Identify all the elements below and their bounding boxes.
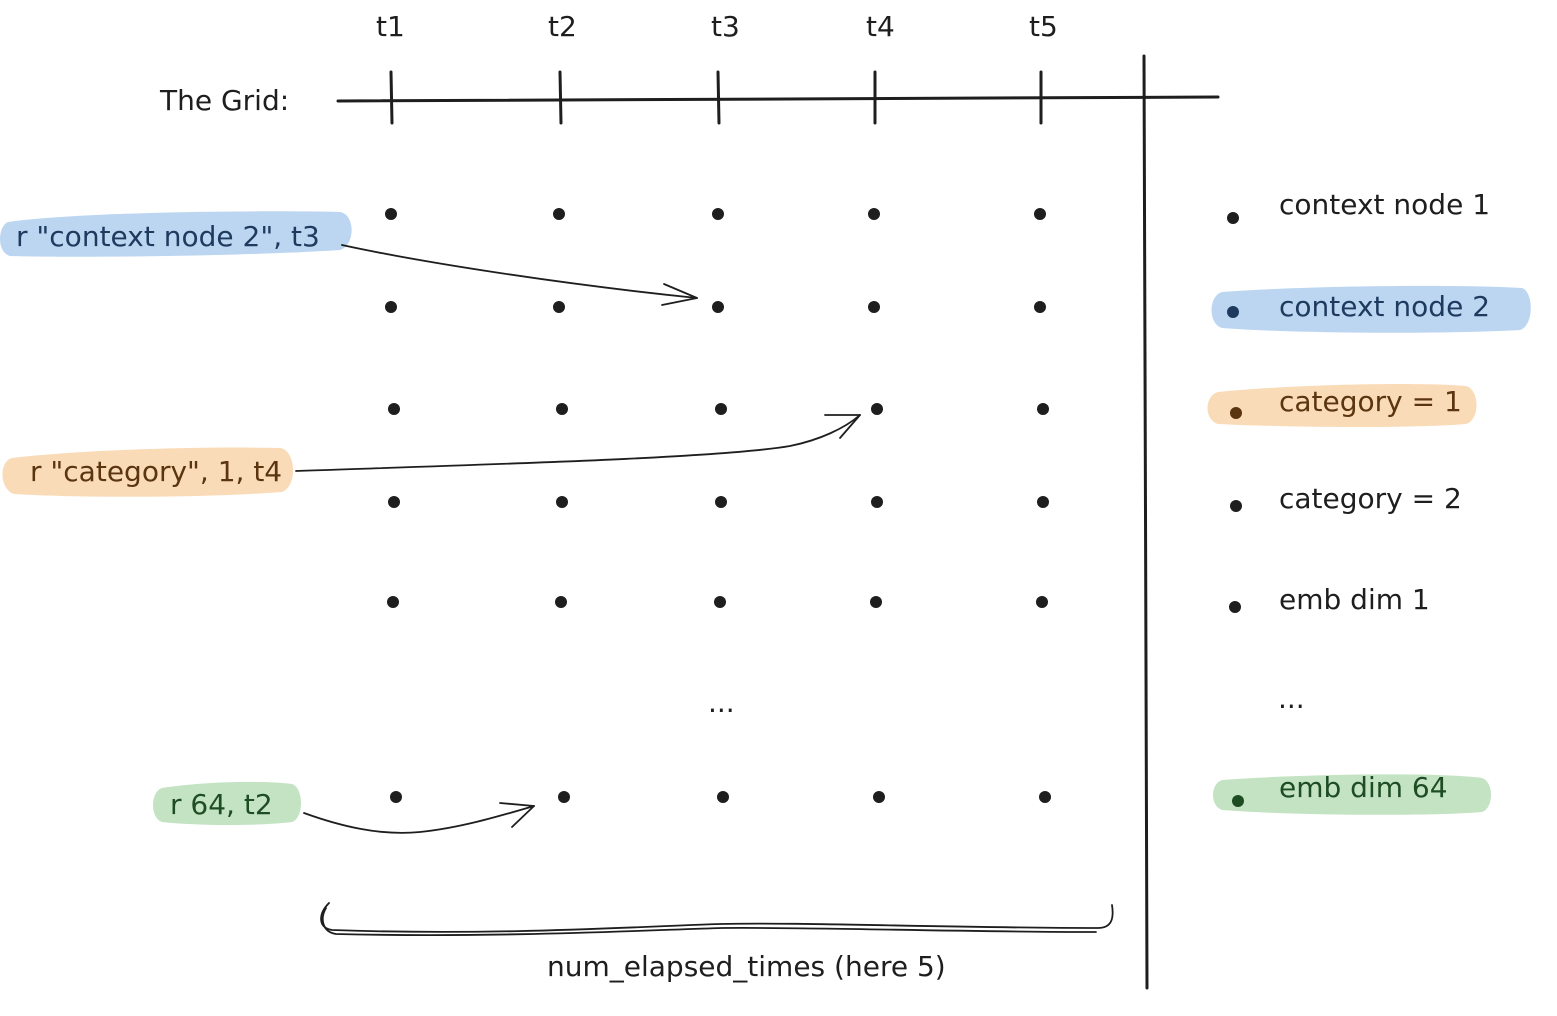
grid-dot-r3-c5 — [1037, 403, 1049, 415]
annotation-context-node-2: r "context node 2", t3 — [16, 220, 320, 253]
annotation-highlight-r64 — [153, 781, 301, 825]
legend-dot-category-1 — [1230, 407, 1242, 419]
legend-dot-emb-dim-64 — [1232, 795, 1244, 807]
grid-dot-r4-c2 — [556, 496, 568, 508]
grid-dot-r3-c4 — [871, 403, 883, 415]
grid-dot-r1-c4 — [868, 208, 880, 220]
legend-label-emb-dim-64: emb dim 64 — [1279, 771, 1448, 804]
legend-ellipsis: ... — [1278, 682, 1305, 715]
grid-dot-r1-c1 — [385, 208, 397, 220]
grid-dot-r7-c2 — [558, 791, 570, 803]
grid-dot-r2-c1 — [385, 301, 397, 313]
legend-label-context-node-1: context node 1 — [1279, 188, 1490, 221]
grid-dot-r4-c1 — [388, 496, 400, 508]
time-label-t5: t5 — [1029, 10, 1058, 43]
grid-dot-r5-c3 — [714, 596, 726, 608]
arrow-context-node-2 — [341, 244, 698, 299]
elapsed-times-brace — [320, 902, 1114, 933]
legend: context node 1 context node 2 category =… — [1227, 188, 1490, 807]
arrowhead-r64 — [499, 802, 535, 828]
grid-dot-r3-c1 — [388, 403, 400, 415]
annotation-highlight-context-node-2 — [0, 211, 352, 257]
legend-highlight-context-node-2 — [1211, 285, 1531, 333]
legend-dot-context-node-2 — [1227, 306, 1239, 318]
tick-t2 — [558, 70, 563, 125]
annotation-r64: r 64, t2 — [170, 788, 273, 821]
annotation-highlight-category-1 — [2, 447, 294, 497]
grid-dot-r3-c2 — [556, 403, 568, 415]
grid-dot-r5-c4 — [870, 596, 882, 608]
elapsed-times-brace-inner — [321, 907, 1097, 937]
arrow-r64 — [303, 805, 535, 834]
tick-t1 — [389, 70, 394, 125]
grid-dot-r1-c5 — [1034, 208, 1046, 220]
grid-dot-r1-c3 — [712, 208, 724, 220]
time-label-t2: t2 — [548, 10, 577, 43]
grid-dot-r7-c1 — [390, 791, 402, 803]
brace-label: num_elapsed_times (here 5) — [547, 950, 946, 983]
time-label-t4: t4 — [866, 10, 895, 43]
legend-label-category-1: category = 1 — [1279, 385, 1462, 418]
grid-dot-r2-c3 — [712, 301, 724, 313]
legend-label-context-node-2: context node 2 — [1279, 290, 1490, 323]
legend-dot-emb-dim-1 — [1229, 601, 1241, 613]
grid-dot-r7-c3 — [717, 791, 729, 803]
legend-dot-context-node-1 — [1227, 212, 1239, 224]
arrowhead-context-node-2 — [661, 283, 698, 306]
time-label-t3: t3 — [711, 10, 740, 43]
time-label-t1: t1 — [376, 10, 405, 43]
tick-t3 — [716, 70, 721, 125]
legend-dot-category-2 — [1230, 500, 1242, 512]
arrow-category-1 — [295, 414, 861, 472]
grid-dots — [385, 208, 1051, 803]
annotation-category-1: r "category", 1, t4 — [30, 455, 282, 488]
grid-dot-r2-c5 — [1034, 301, 1046, 313]
vertical-divider — [1142, 54, 1149, 990]
grid-dot-r1-c2 — [553, 208, 565, 220]
grid-title: The Grid: — [159, 84, 289, 117]
grid-dot-r4-c4 — [871, 496, 883, 508]
arrowhead-category-1 — [824, 414, 861, 439]
legend-label-category-2: category = 2 — [1279, 482, 1462, 515]
legend-highlight-emb-dim-64 — [1213, 774, 1491, 815]
grid-dot-r2-c4 — [868, 301, 880, 313]
grid-dot-r5-c1 — [387, 596, 399, 608]
legend-highlight-category-1 — [1207, 384, 1477, 427]
legend-label-emb-dim-1: emb dim 1 — [1279, 583, 1430, 616]
grid-dot-r4-c5 — [1037, 496, 1049, 508]
grid-dot-r5-c5 — [1036, 596, 1048, 608]
grid-dot-r4-c3 — [715, 496, 727, 508]
grid-dot-r5-c2 — [555, 596, 567, 608]
grid-dot-r2-c2 — [553, 301, 565, 313]
grid-ellipsis: ... — [708, 686, 735, 719]
grid-dot-r7-c4 — [873, 791, 885, 803]
timeline-axis — [336, 95, 1220, 103]
grid-dot-r7-c5 — [1039, 791, 1051, 803]
grid-dot-r3-c3 — [715, 403, 727, 415]
